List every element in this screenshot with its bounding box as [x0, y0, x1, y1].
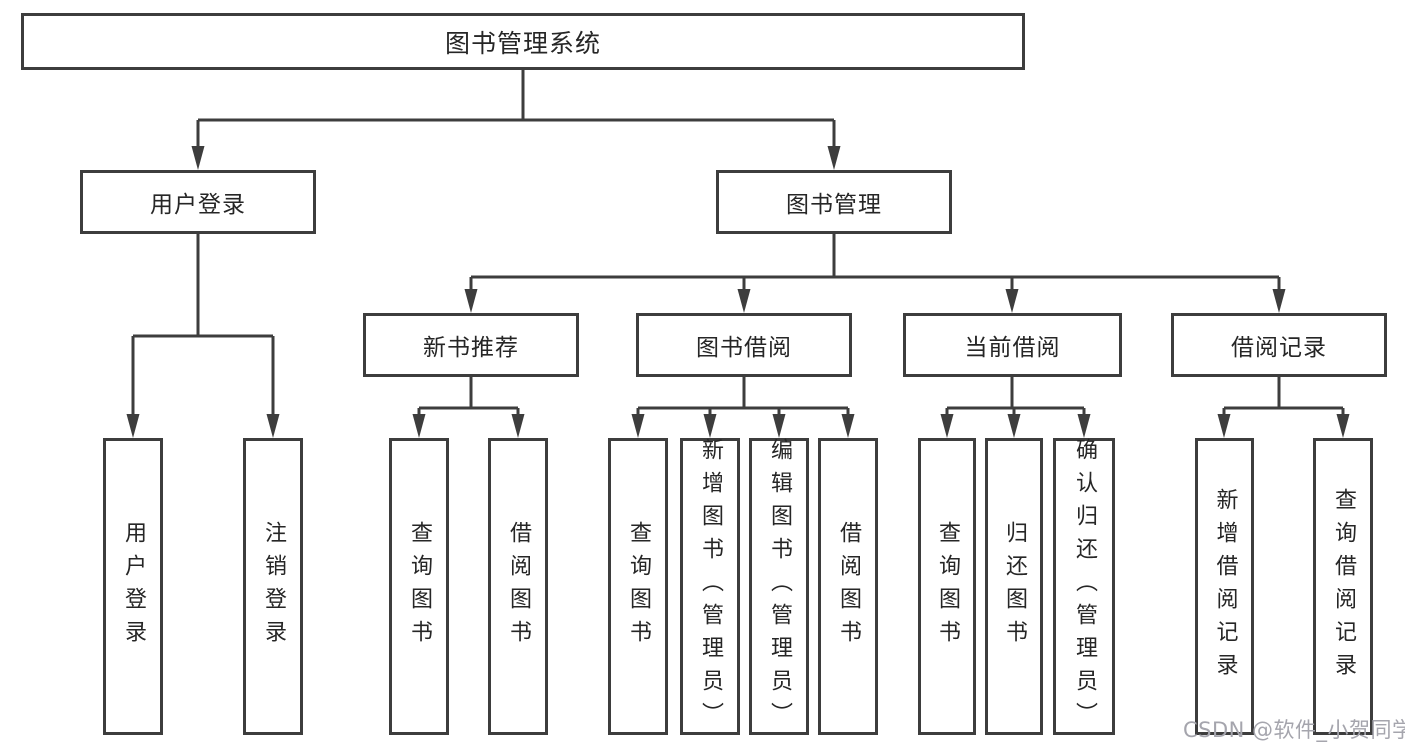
- arrowhead-borrow-records: [1272, 289, 1286, 313]
- node-label: 查询图书: [407, 520, 432, 653]
- node-label: 图书借阅: [696, 335, 792, 361]
- node-borrowing-records: 借阅记录: [1171, 313, 1387, 377]
- node-label: 用户登录: [150, 192, 246, 218]
- arrowhead-user-login: [191, 146, 205, 170]
- node-label: 图书管理系统: [444, 28, 601, 58]
- arrowhead-edit-books: [772, 414, 786, 438]
- arrowhead-book-management: [827, 146, 841, 170]
- watermark-text: CSDN @软件_小贺同学: [1183, 718, 1405, 742]
- node-book-management: 图书管理: [716, 170, 952, 234]
- arrowhead-logout: [266, 414, 280, 438]
- arrowhead-confirm-return: [1077, 414, 1091, 438]
- leaf-add-books-admin: 新增图书（管理员）: [680, 438, 740, 735]
- node-library-management-system: 图书管理系统: [21, 13, 1025, 70]
- node-label: 查询图书: [626, 520, 651, 653]
- arrowhead-query-books-1: [412, 414, 426, 438]
- leaf-borrow-books-recommend: 借阅图书: [488, 438, 548, 735]
- node-label: 新增图书（管理员）: [698, 438, 723, 735]
- leaf-edit-books-admin: 编辑图书（管理员）: [749, 438, 809, 735]
- arrowhead-query-books-2: [631, 414, 645, 438]
- leaf-logout: 注销登录: [243, 438, 303, 735]
- leaf-add-borrow-record: 新增借阅记录: [1195, 438, 1254, 735]
- arrowhead-current-borrow: [1005, 289, 1019, 313]
- arrowhead-user-login-leaf: [126, 414, 140, 438]
- arrowhead-borrow-books-2: [841, 414, 855, 438]
- node-label: 确认归还（管理员）: [1072, 438, 1097, 735]
- arrowhead-query-record: [1336, 414, 1350, 438]
- arrowhead-add-books: [703, 414, 717, 438]
- leaf-query-books-recommend: 查询图书: [389, 438, 449, 735]
- node-label: 查询图书: [935, 520, 960, 653]
- leaf-borrow-books: 借阅图书: [818, 438, 878, 735]
- node-label: 新书推荐: [423, 335, 519, 361]
- node-label: 借阅图书: [836, 520, 861, 653]
- node-new-book-recommend: 新书推荐: [363, 313, 579, 377]
- arrowhead-query-books-3: [940, 414, 954, 438]
- node-label: 用户登录: [121, 520, 146, 653]
- leaf-query-books-current: 查询图书: [918, 438, 976, 735]
- leaf-user-login: 用户登录: [103, 438, 163, 735]
- node-user-login: 用户登录: [80, 170, 316, 234]
- node-label: 编辑图书（管理员）: [767, 438, 792, 735]
- node-book-borrowing: 图书借阅: [636, 313, 852, 377]
- leaf-query-books-borrowing: 查询图书: [608, 438, 668, 735]
- leaf-confirm-return-admin: 确认归还（管理员）: [1053, 438, 1115, 735]
- arrowhead-add-record: [1217, 414, 1231, 438]
- leaf-query-borrow-record: 查询借阅记录: [1313, 438, 1373, 735]
- node-label: 借阅记录: [1231, 335, 1327, 361]
- arrowhead-book-borrow: [737, 289, 751, 313]
- node-label: 归还图书: [1002, 520, 1027, 653]
- node-current-borrowing: 当前借阅: [903, 313, 1122, 377]
- node-label: 新增借阅记录: [1212, 487, 1238, 686]
- node-label: 图书管理: [786, 192, 882, 218]
- node-label: 借阅图书: [506, 520, 531, 653]
- node-label: 注销登录: [261, 520, 286, 653]
- arrowhead-new-book: [464, 289, 478, 313]
- arrowhead-borrow-books-1: [511, 414, 525, 438]
- arrowhead-return-books: [1007, 414, 1021, 438]
- node-label: 查询借阅记录: [1331, 487, 1356, 686]
- leaf-return-books: 归还图书: [985, 438, 1043, 735]
- node-label: 当前借阅: [964, 335, 1061, 361]
